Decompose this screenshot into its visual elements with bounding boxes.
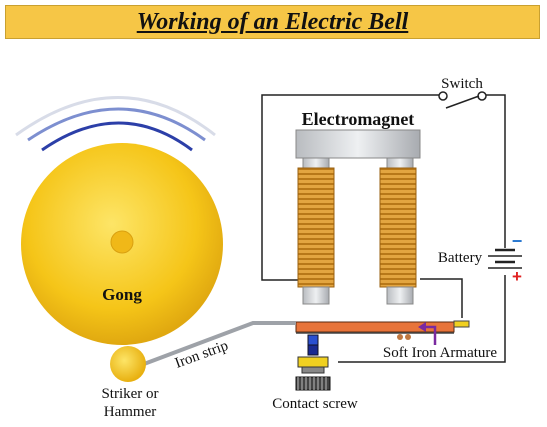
contact-screw-label: Contact screw	[272, 396, 358, 412]
gong-center	[110, 230, 134, 254]
gong-label: Gong	[102, 285, 142, 304]
armature-arrow	[418, 322, 437, 345]
rivet-1	[397, 334, 403, 340]
switch	[438, 91, 487, 109]
electromagnet	[295, 129, 421, 305]
right-coil	[379, 167, 417, 288]
switch-label: Switch	[441, 76, 483, 92]
spring-contact	[453, 320, 470, 328]
rivet-2	[405, 334, 411, 340]
contact-screw	[295, 334, 331, 391]
page-title: Working of an Electric Bell	[136, 8, 409, 35]
battery-plus: +	[512, 267, 522, 286]
striker-label-line1: Striker or	[101, 386, 158, 402]
circuit-wires	[261, 94, 506, 363]
electromagnet-label: Electromagnet	[302, 109, 415, 129]
sound-waves	[15, 96, 216, 152]
striker-hammer	[110, 346, 146, 382]
title-bar: Working of an Electric Bell	[5, 5, 540, 39]
battery-label: Battery	[438, 250, 483, 266]
left-coil	[297, 167, 335, 288]
striker-label-line2: Hammer	[104, 404, 156, 420]
armature-label: Soft Iron Armature	[383, 345, 497, 361]
iron-strip	[143, 321, 296, 366]
battery	[488, 248, 522, 269]
battery-minus: −	[512, 231, 523, 251]
